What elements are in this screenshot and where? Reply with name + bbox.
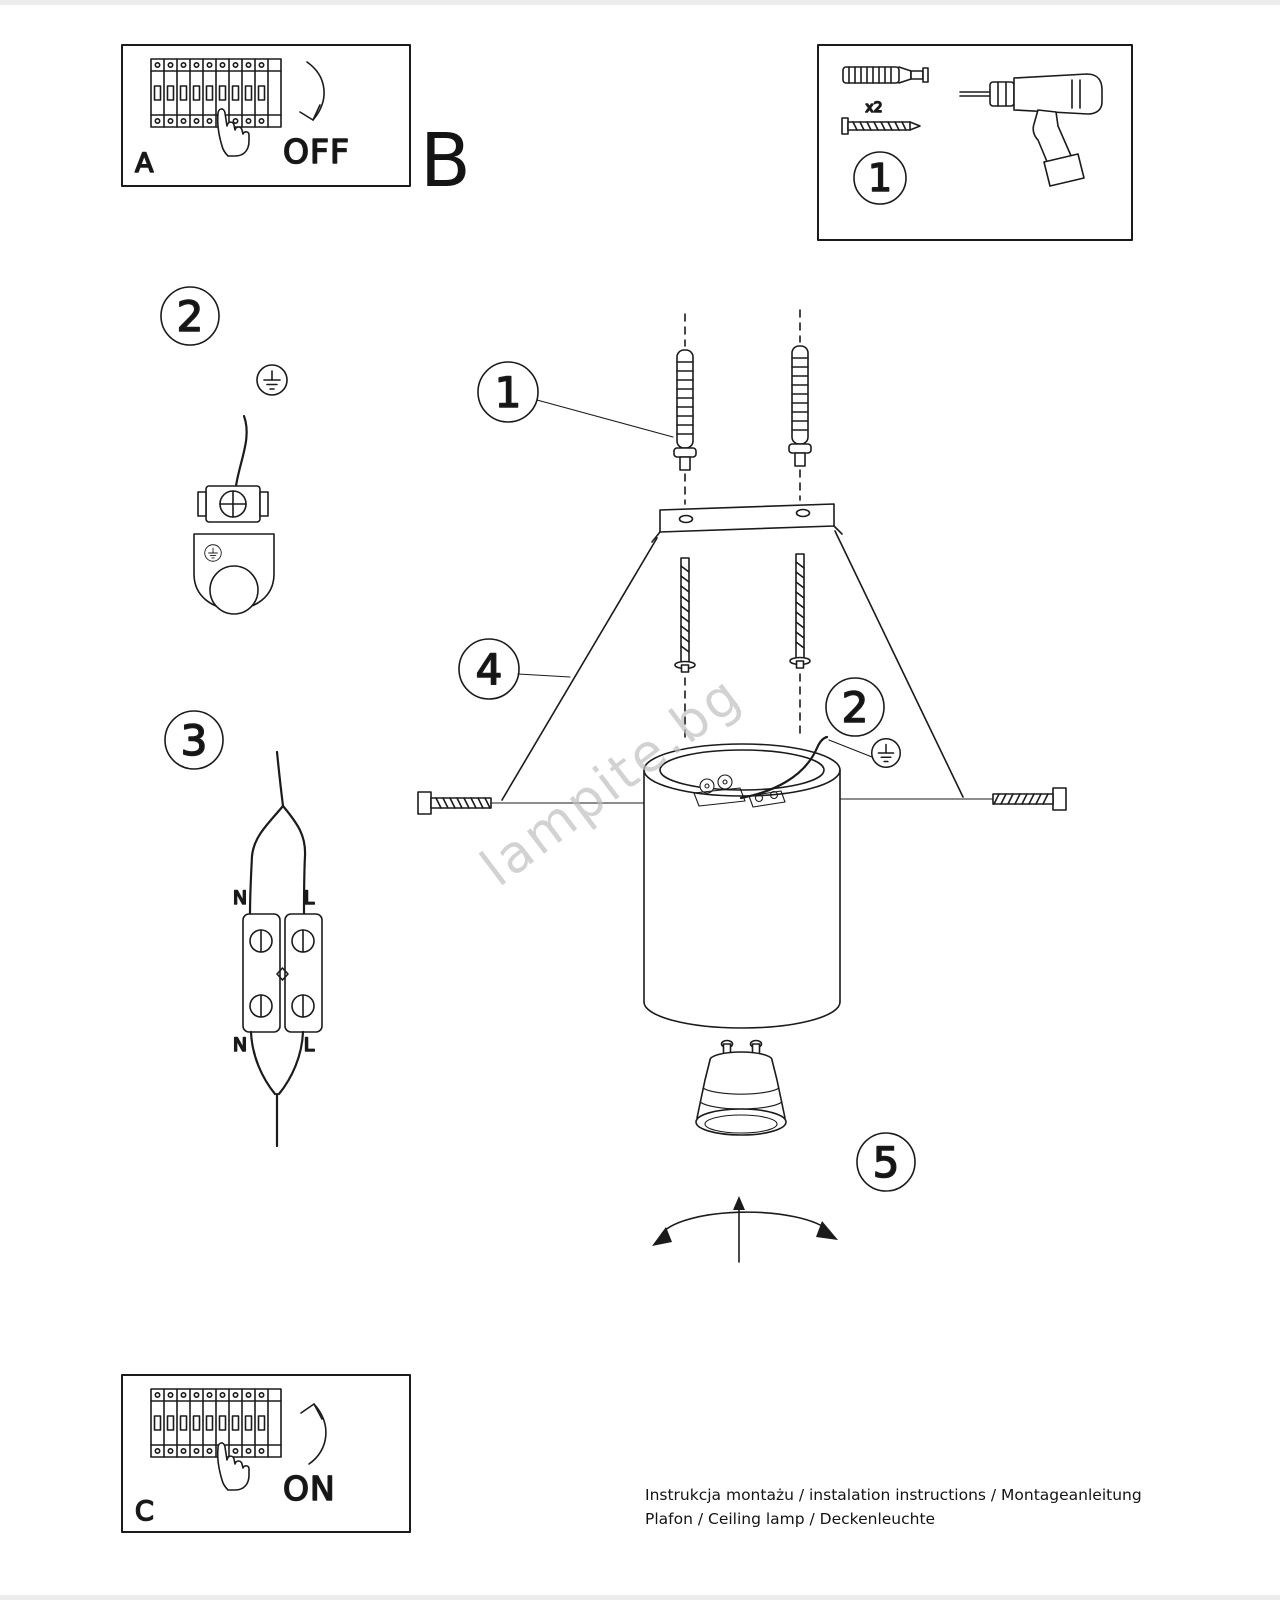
wall-anchor-left (673, 349, 697, 471)
step-2-earthing: 2 (160, 286, 288, 615)
svg-text:3: 3 (181, 716, 208, 765)
footer-line-2: Plafon / Ceiling lamp / Deckenleuchte (645, 1510, 935, 1528)
lamp-internals (693, 735, 829, 808)
panel-a-label: A (135, 148, 154, 179)
page-edge-bottom (0, 1595, 1280, 1600)
leader-line-1 (536, 399, 674, 438)
panel-a: A OFF (121, 44, 411, 187)
step-badge-1: 1 (477, 361, 539, 423)
leader-line-4 (517, 673, 571, 678)
live-label-bottom: L (304, 1034, 315, 1056)
wall-plug-icon (842, 66, 929, 84)
projection-line-right (834, 530, 964, 798)
circuit-breaker-icon (151, 59, 281, 127)
side-screw-left (417, 791, 492, 815)
drill-icon (959, 73, 1103, 187)
flip-up-arrow-icon (300, 1403, 327, 1465)
mounting-plate (193, 533, 275, 615)
svg-text:1: 1 (495, 368, 522, 417)
panel-c-state: ON (283, 1469, 336, 1508)
live-label-top: L (304, 887, 315, 909)
step-badge-3: 3 (164, 710, 224, 770)
neutral-wire-top (248, 804, 285, 916)
parts-box: x2 1 (817, 44, 1133, 241)
svg-text:2: 2 (177, 292, 204, 341)
step-badge-4: 4 (458, 638, 520, 700)
footer-line-1: Instrukcja montażu / instalation instruc… (645, 1486, 1142, 1504)
lamp-body (643, 735, 841, 1029)
earth-wire (234, 414, 248, 488)
step-badge-2: 2 (160, 286, 220, 346)
side-screw-right (992, 787, 1067, 811)
mounting-bracket (651, 503, 843, 543)
page-edge-top (0, 0, 1280, 5)
neutral-label-bottom: N (233, 1034, 247, 1056)
step-badge-2-assembly: 2 (825, 677, 885, 737)
terminal-block (242, 913, 323, 1033)
neutral-label-top: N (233, 887, 247, 909)
step-badge-5: 5 (856, 1132, 916, 1192)
ground-symbol-small-icon (204, 544, 222, 562)
live-wire-bottom (277, 1030, 305, 1096)
mounting-screw-left (674, 557, 696, 673)
section-b-label: B (420, 118, 471, 204)
flip-down-arrow-icon (299, 61, 325, 121)
quantity-label: x2 (865, 100, 882, 116)
svg-text:1: 1 (868, 156, 892, 200)
terminal-marker (276, 967, 289, 981)
step-3-wiring: 3 N L N L (164, 710, 323, 1148)
panel-c-label: C (135, 1496, 154, 1527)
footer: Instrukcja montażu / instalation instruc… (645, 1486, 1142, 1528)
screw-icon (841, 117, 921, 135)
live-wire-top (281, 804, 307, 916)
cable-clamp (197, 485, 269, 523)
panel-a-state: OFF (283, 132, 350, 171)
internal-earth-wire (739, 735, 829, 800)
circuit-breaker-icon-c (151, 1389, 281, 1457)
neutral-wire-bottom (249, 1030, 277, 1096)
svg-text:4: 4 (476, 645, 503, 694)
mounting-screw-right (789, 553, 811, 669)
ground-symbol-assembly-icon (870, 737, 902, 769)
projection-line-left (501, 537, 658, 801)
step-badge-1-parts: 1 (853, 151, 907, 205)
ground-symbol-icon (256, 364, 288, 396)
panel-c: C ON (121, 1374, 411, 1533)
svg-text:2: 2 (842, 683, 869, 732)
rotation-arrow-icon (652, 1196, 838, 1263)
gu10-bulb (695, 1039, 787, 1136)
assembly-diagram: 1 4 2 (417, 309, 1067, 1263)
leader-line-2 (828, 739, 873, 758)
supply-cable (275, 750, 285, 808)
svg-text:5: 5 (873, 1138, 900, 1187)
wall-anchor-right (788, 345, 812, 467)
